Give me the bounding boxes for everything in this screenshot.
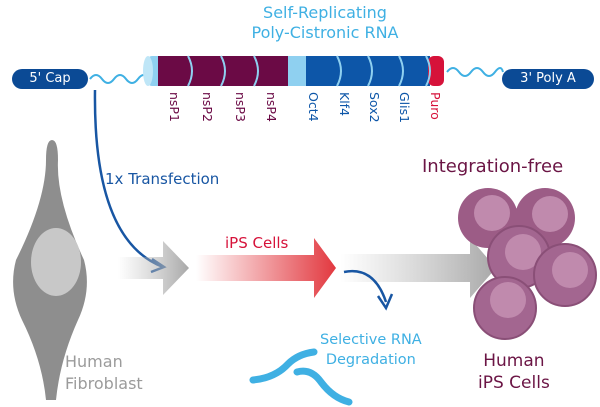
- rna-linker-3prime: [446, 67, 504, 77]
- title-line-2: Poly-Cistronic RNA: [251, 23, 399, 42]
- segment-label: Puro: [428, 92, 443, 120]
- rna-fragment-1: [249, 348, 318, 384]
- process-arrow-ips: [196, 238, 336, 298]
- segment-label: Klf4: [337, 92, 352, 117]
- segment-label: Glis1: [397, 92, 412, 124]
- human-fibroblast-label: Human Fibroblast: [65, 351, 143, 395]
- process-arrow-2: [340, 238, 496, 298]
- degradation-arrowhead: [376, 293, 394, 311]
- ips-label-line-1: Human: [483, 351, 545, 371]
- segment-puro: [428, 56, 444, 86]
- process-arrow-1: [118, 241, 189, 295]
- transfection-label: 1x Transfection: [105, 170, 220, 188]
- fibroblast-label-line-2: Fibroblast: [65, 374, 143, 393]
- segment-label: Oct4: [306, 92, 321, 122]
- fibroblast-label-line-1: Human: [65, 352, 123, 371]
- segment-label: nsP2: [200, 92, 215, 122]
- segment-spacer: [288, 56, 306, 86]
- segment-tf-region: [306, 56, 430, 86]
- ips-label-line-2: iPS Cells: [478, 373, 550, 393]
- rna-construct: [143, 55, 444, 87]
- title-line-1: Self-Replicating: [263, 3, 387, 22]
- selective-label-line-1: Selective RNA: [320, 332, 422, 348]
- segment-label: nsP4: [264, 92, 279, 122]
- selective-label-line-2: Degradation: [325, 352, 416, 368]
- segment-label: Sox2: [367, 92, 382, 123]
- ips-cell-cluster-icon: [458, 188, 597, 340]
- fibroblast-nucleus: [31, 228, 81, 296]
- selective-degradation-label: Selective RNA Degradation: [320, 330, 422, 370]
- three-prime-polya-label: 3' Poly A: [502, 69, 594, 89]
- segment-label: nsP1: [167, 92, 182, 122]
- rna-linker-5prime: [89, 74, 149, 84]
- five-prime-cap-label: 5' Cap: [12, 69, 88, 89]
- integration-free-label: Integration-free: [422, 156, 564, 177]
- ips-cells-step-label: iPS Cells: [225, 234, 289, 252]
- degradation-arrow: [343, 269, 388, 303]
- segment-label: nsP3: [233, 92, 248, 122]
- rna-fragment-2: [293, 367, 353, 406]
- construct-title: Self-Replicating Poly-Cistronic RNA: [165, 3, 485, 43]
- human-ips-cells-label: Human iPS Cells: [478, 350, 550, 394]
